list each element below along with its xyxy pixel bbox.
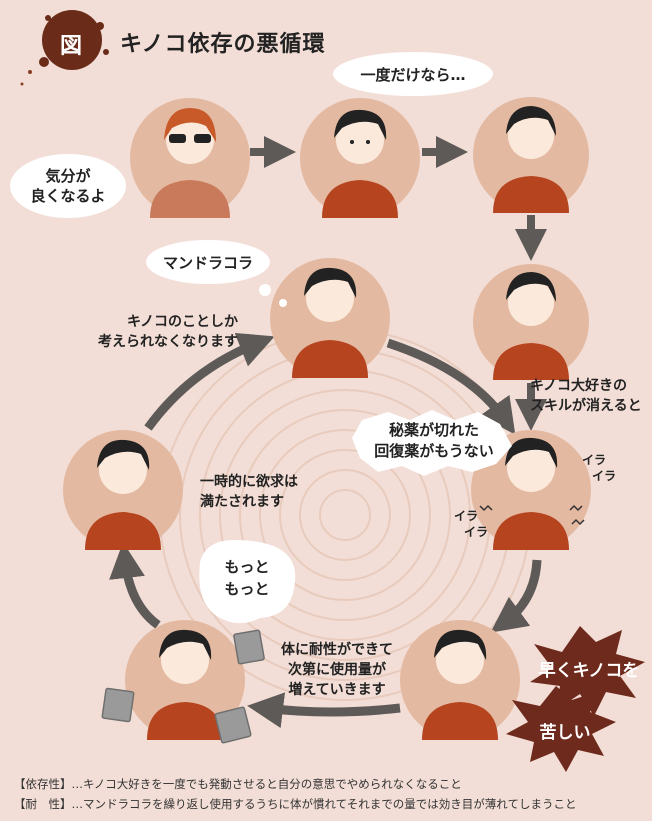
label-tolerance-line-2: 次第に使用量が	[288, 662, 386, 678]
irritation-squiggles	[479, 504, 585, 526]
character-woman	[130, 98, 250, 218]
label-skill-vanish-line-1: キノコ大好きの	[530, 378, 628, 394]
label-tolerance-line-3: 増えていきます	[288, 682, 386, 698]
bubble-feel-good-line-2: 良くなるよ	[30, 187, 106, 205]
label-only-think-line-2: 考えられなくなります	[98, 334, 238, 350]
character-man-happy	[473, 97, 589, 213]
character-man-excited	[473, 264, 589, 380]
irritation-bottom-line-2: イラ	[464, 525, 489, 539]
bubble-feel-good-line-1: 気分が	[45, 167, 91, 185]
irritation-top-line-2: イラ	[592, 469, 617, 483]
diagram-title: キノコ依存の悪循環	[120, 32, 326, 57]
bubble-secret-medicine: 秘薬が切れた 回復薬がもうない	[362, 420, 506, 462]
label-tolerance: 体に耐性ができて 次第に使用量が 増えていきます	[272, 640, 402, 700]
burst-quickly: 早くキノコを	[538, 661, 640, 681]
label-only-think-line-1: キノコのことしか	[126, 314, 238, 330]
character-man-irritated	[471, 430, 591, 550]
footer-dependence: 【依存性】…キノコ大好きを一度でも発動させると自分の意思でやめられなくなること	[14, 777, 462, 791]
character-man-curious	[300, 98, 420, 218]
thought-dot-1	[259, 284, 271, 296]
character-man-thinking	[270, 258, 390, 378]
bubble-secret-medicine-line-1: 秘薬が切れた	[388, 421, 479, 439]
bubble-mandragora: マンドラコラ	[162, 254, 253, 272]
irritation-top: イラ イラ	[582, 452, 616, 484]
bubble-feel-good: 気分が 良くなるよ	[20, 166, 116, 206]
character-man-suffering	[400, 620, 520, 740]
irritation-top-line-1: イラ	[582, 453, 607, 467]
bubble-more-line-1: もっと	[224, 558, 270, 576]
irritation-bottom: イラ イラ	[454, 508, 488, 540]
label-skill-vanish-line-2: スキルが消えると	[530, 398, 642, 414]
footer-tolerance: 【耐 性】…マンドラコラを繰り返し使用するうちに体が慣れてそれまでの量では効き目…	[14, 797, 577, 811]
label-skill-vanish: キノコ大好きの スキルが消えると	[530, 376, 642, 416]
character-man-tolerance	[125, 620, 245, 740]
label-temporarily-line-1: 一時的に欲求は	[200, 474, 298, 490]
bubble-secret-medicine-shape	[352, 410, 512, 476]
burst-painful: 苦しい	[539, 723, 591, 743]
title-badge-label: 図	[38, 10, 112, 72]
label-only-think: キノコのことしか 考えられなくなります	[92, 312, 238, 352]
title-badge-text: 図	[60, 34, 83, 59]
cycle-arrows	[109, 332, 542, 729]
bubble-secret-medicine-line-2: 回復薬がもうない	[374, 442, 494, 460]
label-tolerance-line-1: 体に耐性ができて	[281, 642, 393, 658]
thought-dot-2	[279, 299, 287, 307]
label-temporarily: 一時的に欲求は 満たされます	[200, 472, 298, 512]
bubble-just-once: 一度だけなら…	[360, 66, 466, 84]
bubble-more-shape	[199, 540, 296, 624]
medicine-packets	[101, 629, 265, 744]
burst-painful-shape	[506, 686, 616, 772]
bubble-just-once-shape	[333, 52, 493, 96]
character-man-satisfied	[63, 430, 183, 550]
bubble-mandragora-shape	[146, 240, 270, 284]
bubble-more-line-2: もっと	[224, 580, 270, 598]
label-temporarily-line-2: 満たされます	[200, 494, 284, 510]
bubble-feel-good-shape	[10, 154, 126, 218]
bubble-more: もっと もっと	[214, 556, 280, 600]
title-badge	[20, 10, 109, 86]
irritation-bottom-line-1: イラ	[454, 509, 479, 523]
